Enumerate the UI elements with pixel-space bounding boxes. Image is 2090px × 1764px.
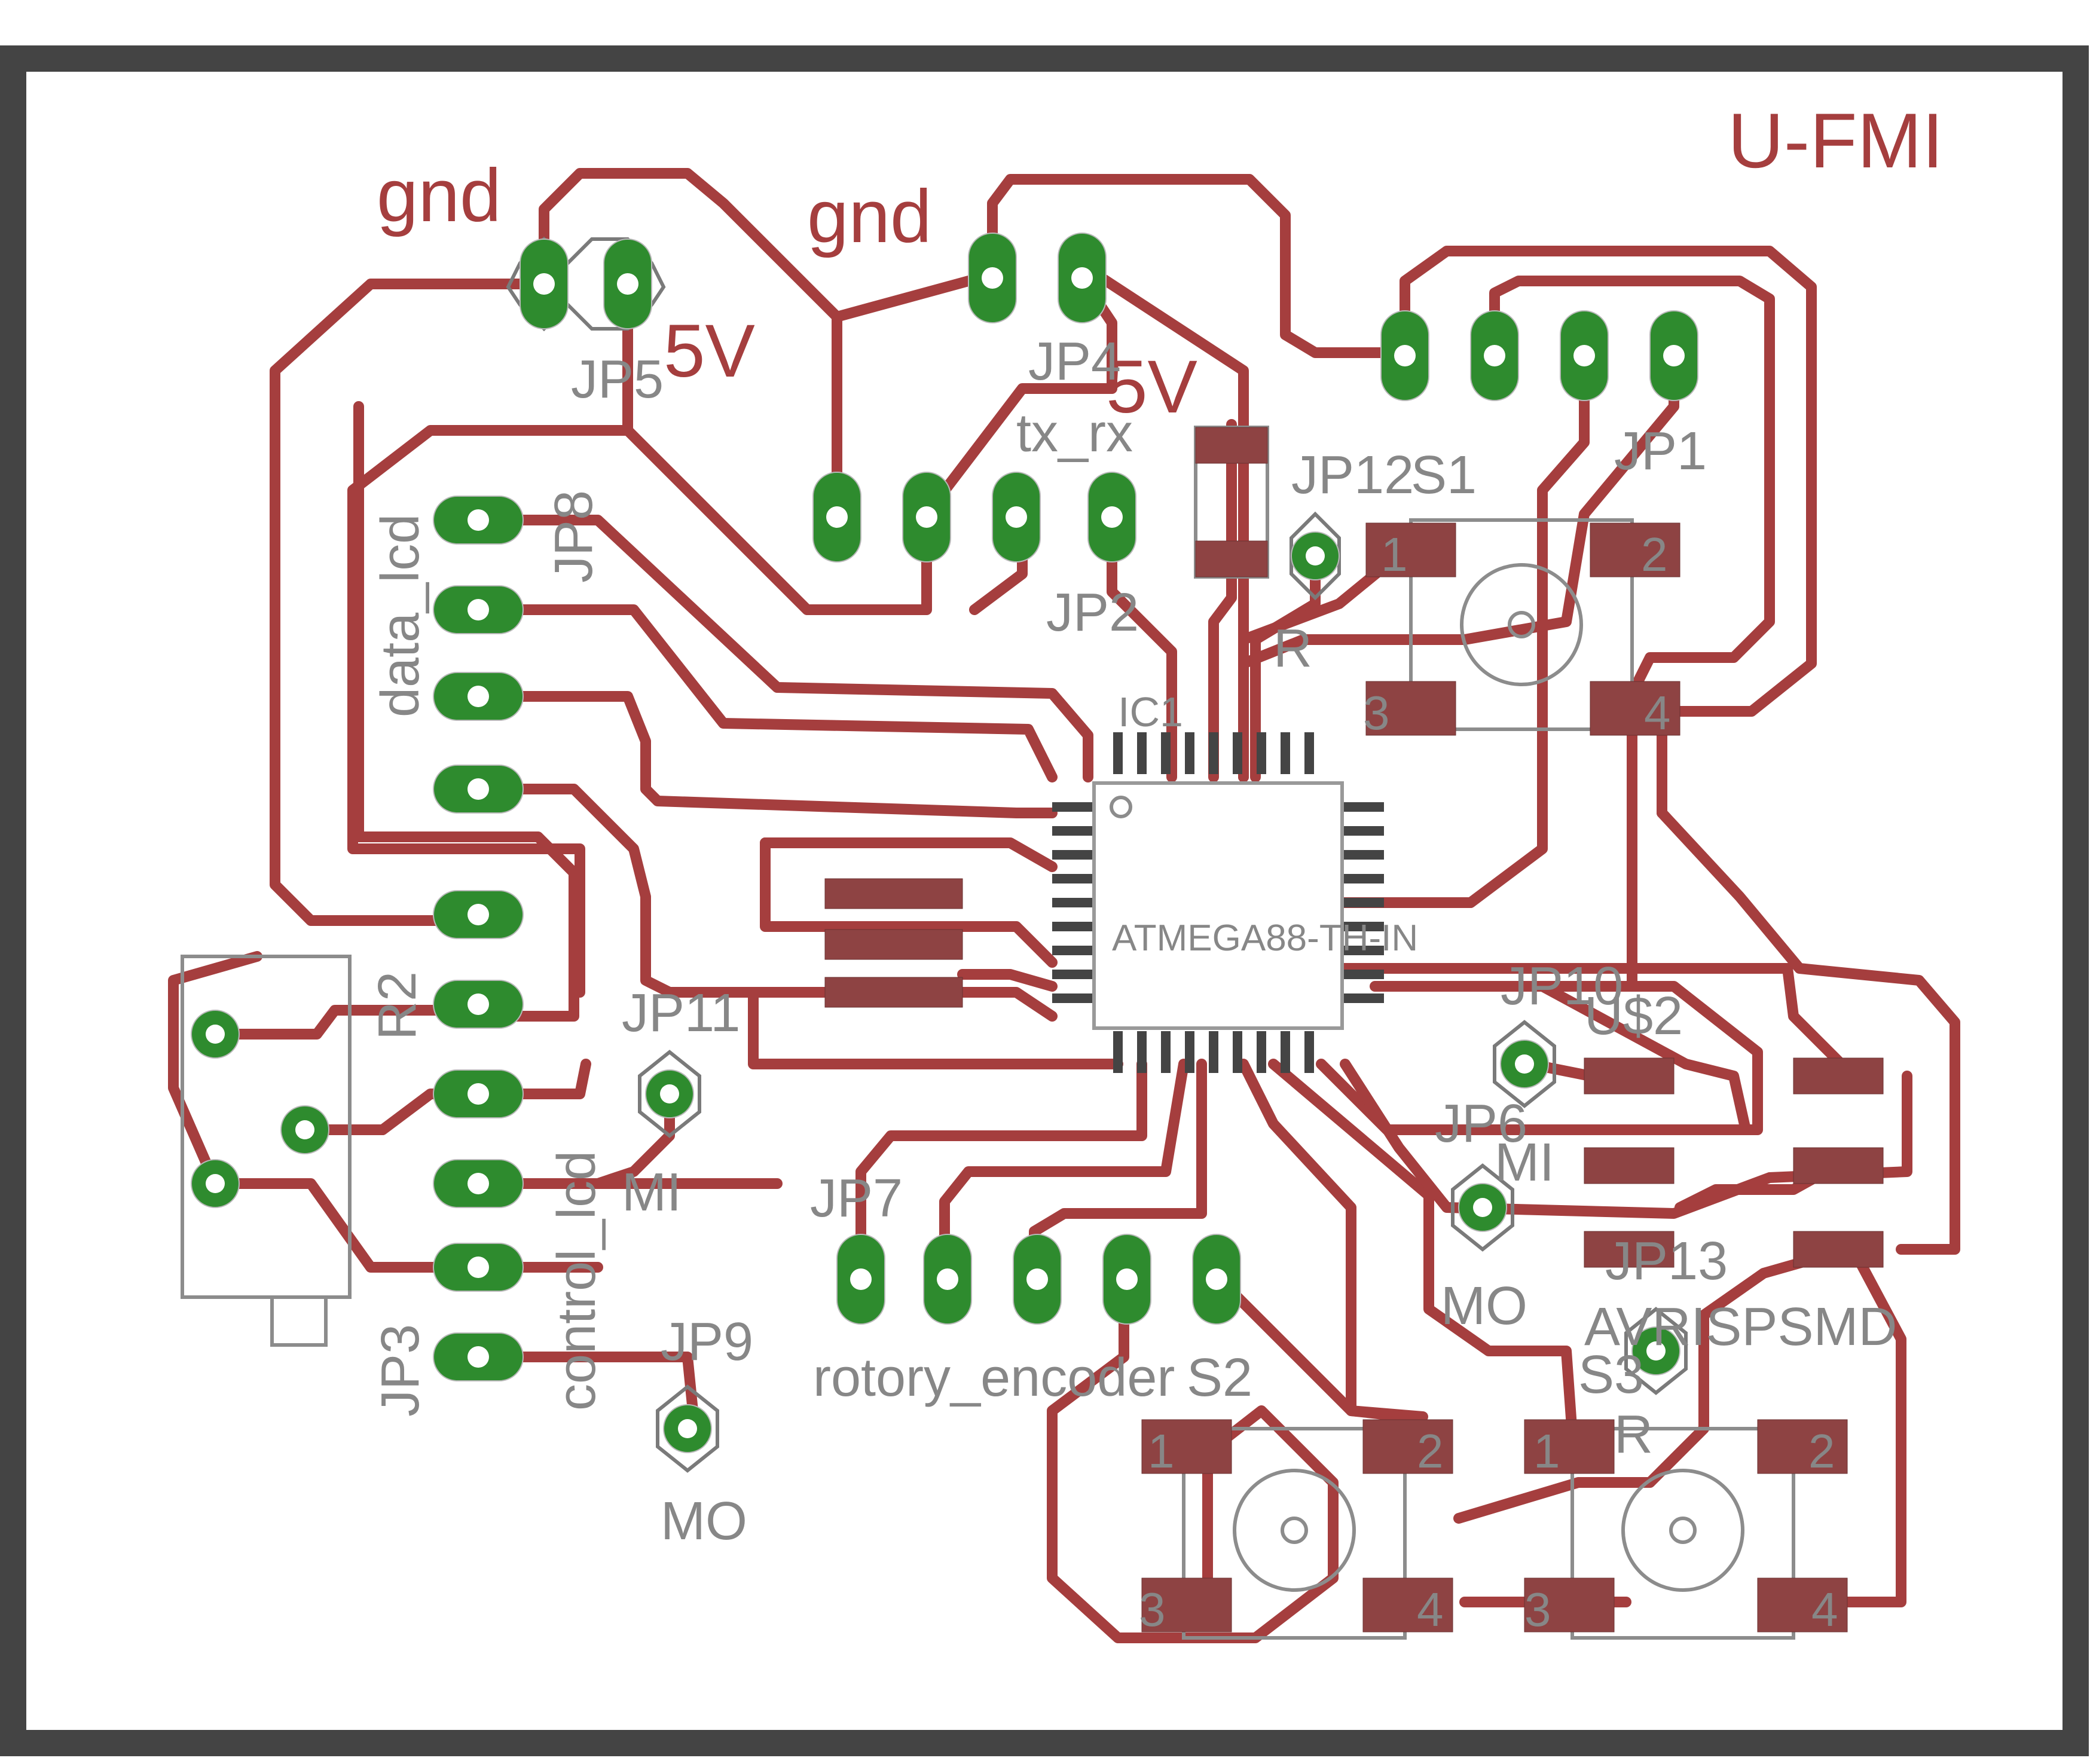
label-jp8: JP8 — [544, 490, 604, 583]
label-jp9: JP9 — [661, 1312, 753, 1372]
jp12-smd-body — [1194, 426, 1269, 579]
jp3-header — [433, 890, 524, 1381]
label-s2: S2 — [1187, 1348, 1252, 1408]
s3-pin-4: 4 — [1811, 1583, 1838, 1636]
chip-pins-right — [1342, 802, 1384, 1003]
label-rotory-encoder: rotory_encoder — [813, 1348, 1175, 1408]
chip-pins-left — [1052, 802, 1094, 1003]
board-outline — [0, 45, 2089, 1756]
jp1-header — [1380, 310, 1698, 401]
s3-pin-3: 3 — [1524, 1583, 1551, 1636]
label-tx-rx: tx_rx — [1016, 403, 1133, 463]
labels: U-FMI gnd gnd 5V 5V JP5 JP4 tx_rx JP2 JP… — [368, 97, 1944, 1636]
label-jp11: JP11 — [622, 983, 740, 1043]
jp5-header — [506, 236, 666, 332]
jp7-header — [836, 1234, 1241, 1325]
label-data-lcd: data_lcd — [371, 514, 430, 717]
label-5v-right: 5V — [1106, 346, 1197, 429]
traces — [168, 168, 1960, 1643]
jp2-header — [812, 472, 1136, 562]
label-gnd-left: gnd — [377, 154, 502, 237]
label-jp6: JP6 — [1435, 1094, 1527, 1154]
resonator-smd — [824, 878, 963, 1008]
label-s3: S3 — [1578, 1345, 1644, 1405]
s2-pin-3: 3 — [1139, 1583, 1166, 1636]
switch-s1 — [1365, 518, 1680, 736]
avrisp-smd — [1584, 1057, 1884, 1268]
s1-pin-4: 4 — [1644, 686, 1671, 739]
label-jp1: JP1 — [1614, 421, 1707, 481]
label-r2: R2 — [368, 971, 427, 1040]
s2-pin-2: 2 — [1417, 1424, 1444, 1478]
ic1-chip — [1052, 732, 1384, 1073]
label-u2: U$2 — [1584, 986, 1683, 1046]
label-jp4: JP4 — [1028, 332, 1121, 392]
s2-pin-1: 1 — [1148, 1424, 1175, 1478]
label-r-jp12: R — [1273, 619, 1312, 678]
label-jp5: JP5 — [571, 350, 664, 409]
label-5v-left: 5V — [664, 310, 755, 393]
switch-s3 — [1524, 1419, 1848, 1640]
r2-potentiometer — [181, 955, 352, 1347]
label-jp10: JP10 — [1501, 956, 1623, 1016]
label-jp13: JP13 — [1605, 1231, 1728, 1291]
label-jp7: JP7 — [810, 1169, 903, 1228]
label-s1: S1 — [1411, 445, 1477, 505]
label-avrispsmd: AVRISPSMD — [1584, 1297, 1897, 1357]
label-r-jp13: R — [1614, 1405, 1653, 1465]
label-mo-jp6: MO — [1441, 1276, 1527, 1336]
label-ic1: IC1 — [1118, 689, 1183, 735]
jp8-header — [433, 496, 524, 814]
s2-pin-4: 4 — [1417, 1583, 1444, 1636]
s1-pin-3: 3 — [1363, 686, 1390, 739]
label-gnd-right: gnd — [807, 175, 932, 258]
label-control-lcd: control_lcd — [547, 1151, 607, 1411]
label-atmega: ATMEGA88-TH-IN — [1112, 918, 1418, 959]
label-mo-jp9: MO — [661, 1491, 747, 1551]
label-mi-jp6: MI — [1495, 1133, 1554, 1193]
jp4-header — [968, 233, 1107, 323]
label-jp2: JP2 — [1046, 583, 1139, 643]
label-mi-jp11: MI — [622, 1163, 682, 1222]
s1-pin-1: 1 — [1381, 528, 1408, 581]
s3-pin-1: 1 — [1533, 1424, 1560, 1478]
board-title: U-FMI — [1728, 97, 1944, 184]
switch-s2 — [1141, 1419, 1453, 1640]
s1-pin-2: 2 — [1641, 528, 1668, 581]
chip-pins-bottom — [1113, 1031, 1314, 1073]
label-jp3: JP3 — [371, 1324, 430, 1417]
chip-pins-top — [1113, 732, 1314, 774]
label-jp12: JP12 — [1291, 445, 1414, 505]
single-pads — [638, 511, 1688, 1473]
s3-pin-2: 2 — [1808, 1424, 1835, 1478]
